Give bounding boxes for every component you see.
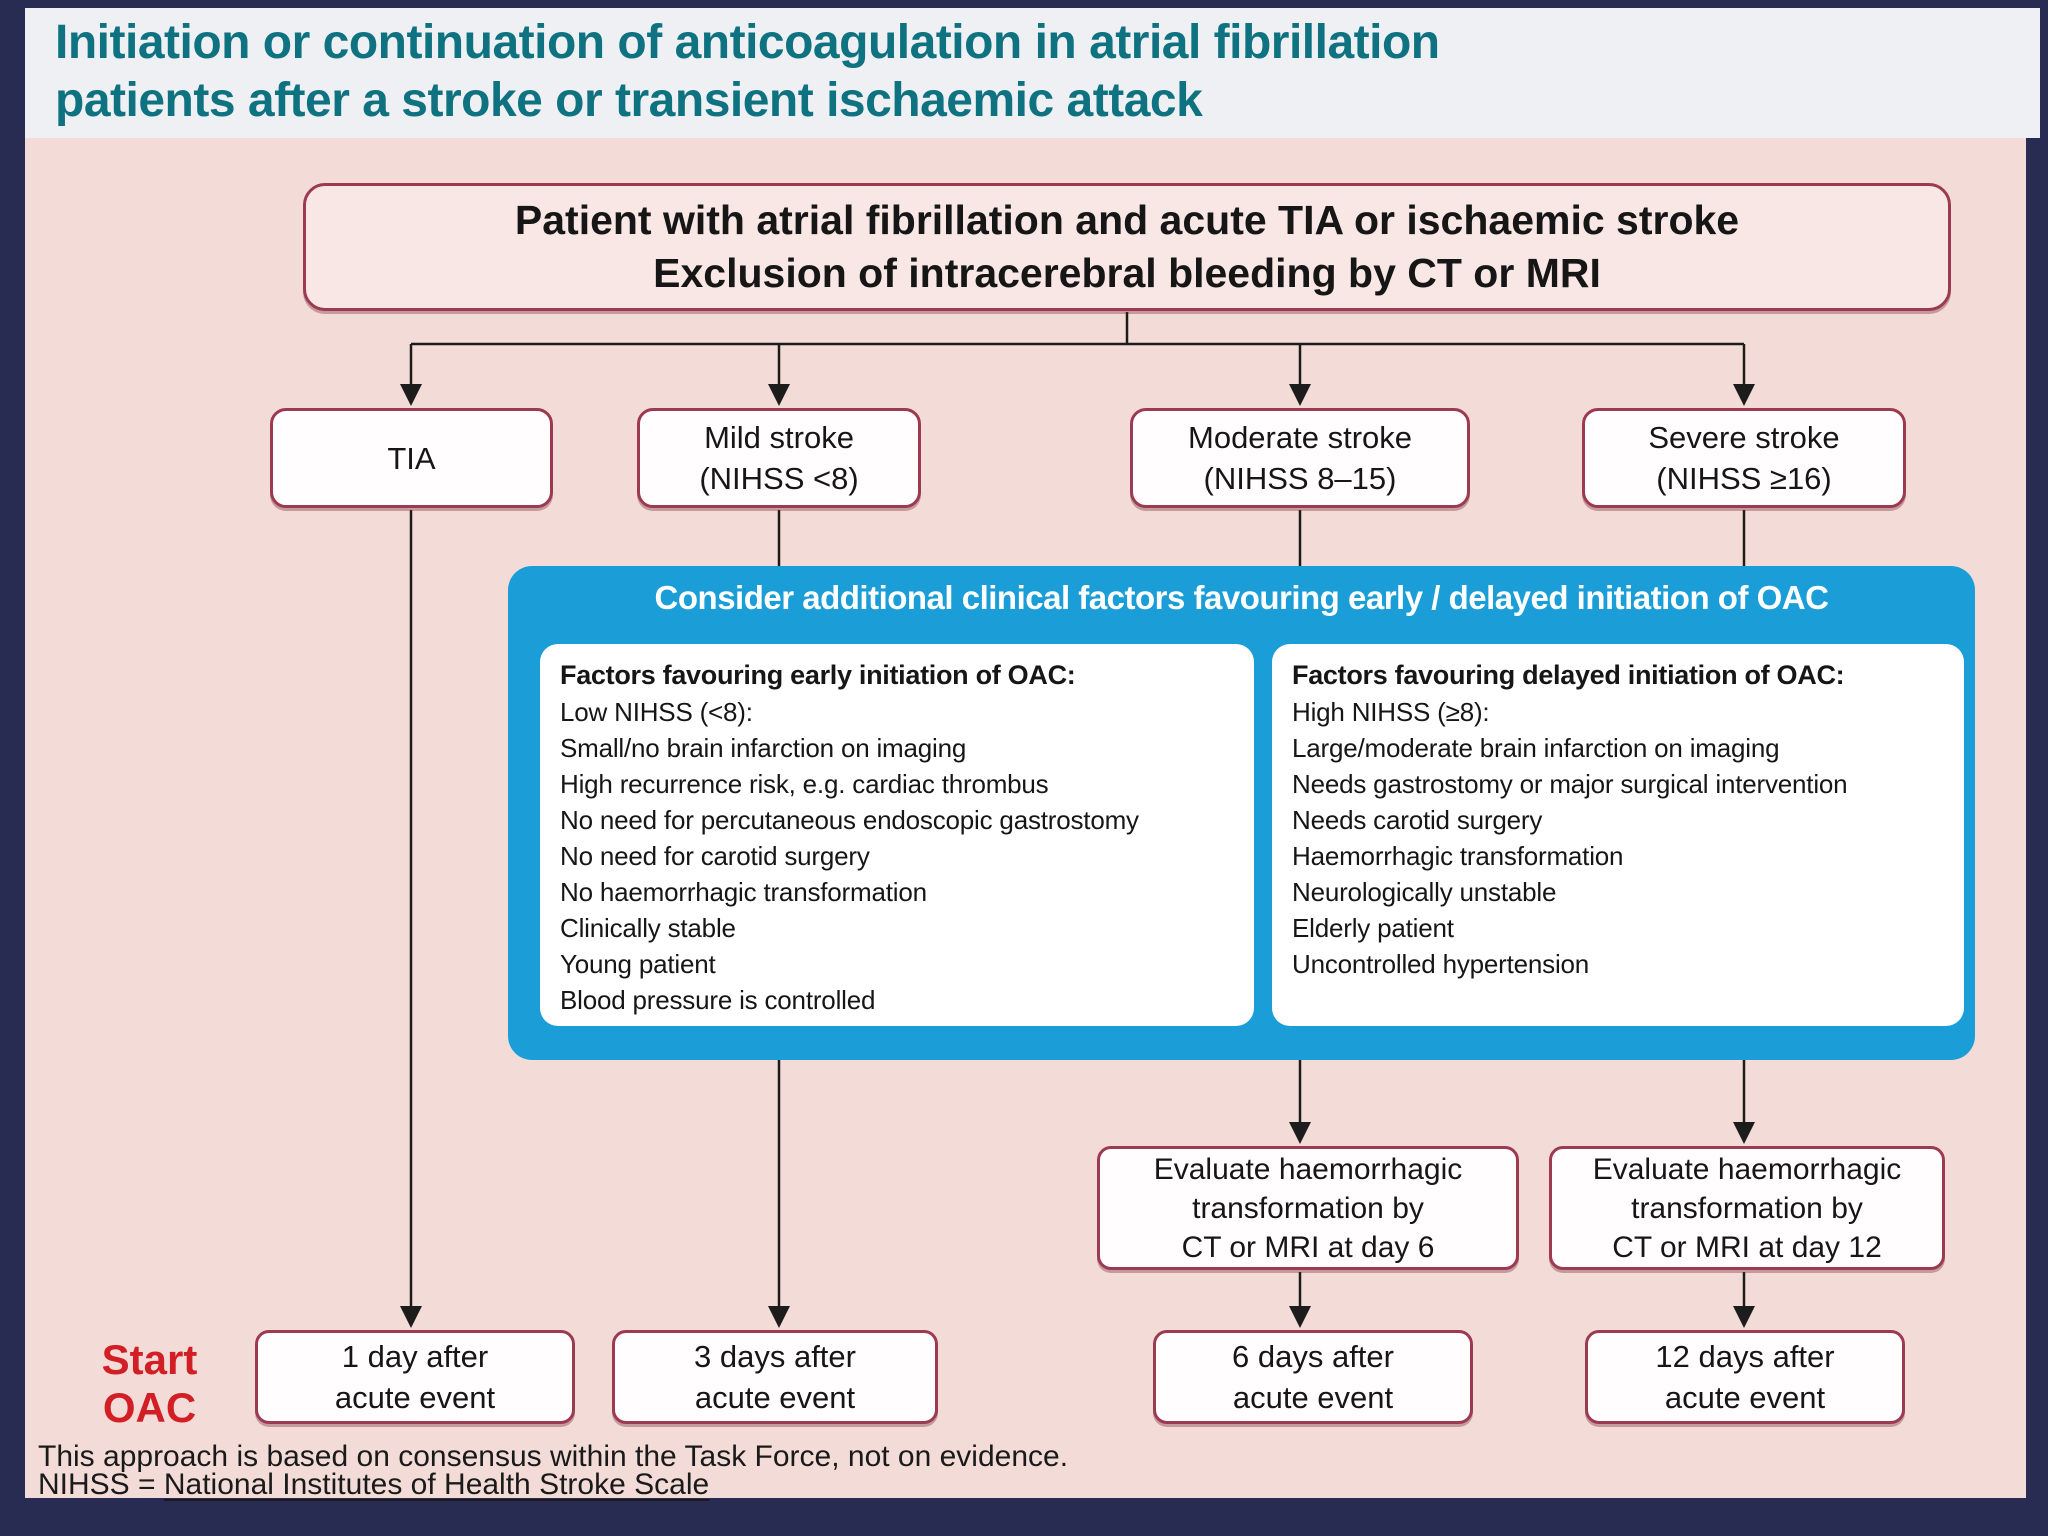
delayed-initiation-factors-box: Factors favouring delayed initiation of … [1272,644,1964,1026]
slide-title-bar: Initiation or continuation of anticoagul… [25,8,2040,138]
delayed-factor-item: High NIHSS (≥8): [1292,697,1490,727]
evaluate-day-6-line-1: Evaluate haemorrhagic [1153,1152,1463,1186]
start-oac-line-2: OAC [102,1384,197,1431]
root-box: Patient with atrial fibrillation and acu… [303,183,1951,311]
early-factor-item: Blood pressure is controlled [560,985,876,1015]
outcome-box-6-days: 6 days after acute event [1153,1330,1473,1424]
early-factors-title: Factors favouring early initiation of OA… [560,660,1076,690]
branch-mild-line-2: (NIHSS <8) [699,461,859,496]
root-box-line-1: Patient with atrial fibrillation and acu… [514,197,1740,243]
early-factor-item: No need for carotid surgery [560,841,870,871]
outcome-box-3-days: 3 days after acute event [612,1330,938,1424]
slide-title-line-2: patients after a stroke or transient isc… [55,74,1203,127]
evaluate-day-6-line-2: transformation by [1192,1191,1424,1225]
root-box-line-2: Exclusion of intracerebral bleeding by C… [653,250,1601,296]
evaluate-day-12-line-3: CT or MRI at day 12 [1612,1230,1882,1264]
branch-severe-line-1: Severe stroke [1648,420,1840,455]
early-factor-item: Small/no brain infarction on imaging [560,733,967,763]
early-factor-item: Young patient [560,949,716,979]
delayed-factor-item: Neurologically unstable [1292,877,1557,907]
outcome-3-days-line-1: 3 days after [694,1339,856,1374]
early-factor-item: Clinically stable [560,913,736,943]
evaluate-box-day-12: Evaluate haemorrhagic transformation by … [1549,1146,1945,1270]
branch-moderate-line-2: (NIHSS 8–15) [1203,461,1397,496]
outcome-box-1-day: 1 day after acute event [255,1330,575,1424]
delayed-factor-item: Haemorrhagic transformation [1292,841,1624,871]
footnote-nihss-prefix: NIHSS = [38,1468,164,1501]
outcome-6-days-line-2: acute event [1232,1380,1394,1415]
evaluate-day-6-line-3: CT or MRI at day 6 [1181,1230,1435,1264]
delayed-factor-item: Needs carotid surgery [1292,805,1543,835]
evaluate-day-12-line-1: Evaluate haemorrhagic [1592,1152,1902,1186]
early-initiation-factors-box: Factors favouring early initiation of OA… [540,644,1254,1026]
delayed-factor-item: Needs gastrostomy or major surgical inte… [1292,769,1848,799]
outcome-box-12-days: 12 days after acute event [1585,1330,1905,1424]
consider-panel-header: Consider additional clinical factors fav… [654,579,1829,616]
branch-box-mild-stroke: Mild stroke (NIHSS <8) [637,408,921,508]
delayed-factor-item: Elderly patient [1292,913,1454,943]
branch-box-moderate-stroke: Moderate stroke (NIHSS 8–15) [1130,408,1470,508]
evaluate-day-12-line-2: transformation by [1631,1191,1863,1225]
branch-severe-line-2: (NIHSS ≥16) [1656,461,1832,496]
early-factor-item: Low NIHSS (<8): [560,697,753,727]
early-factor-item: No haemorrhagic transformation [560,877,927,907]
branch-tia-label: TIA [387,440,436,476]
branch-mild-line-1: Mild stroke [704,420,854,455]
early-factor-item: High recurrence risk, e.g. cardiac throm… [560,769,1049,799]
outcome-12-days-line-1: 12 days after [1655,1339,1835,1374]
outcome-3-days-line-2: acute event [694,1380,856,1415]
delayed-factor-item: Uncontrolled hypertension [1292,949,1590,979]
early-factor-item: No need for percutaneous endoscopic gast… [560,805,1139,835]
evaluate-box-day-6: Evaluate haemorrhagic transformation by … [1097,1146,1519,1270]
footnote-nihss: NIHSS = National Institutes of Health St… [38,1468,709,1502]
delayed-factor-item: Large/moderate brain infarction on imagi… [1292,733,1780,763]
slide-title-line-1: Initiation or continuation of anticoagul… [55,16,1440,69]
outcome-1-day-line-2: acute event [334,1380,496,1415]
footnote-nihss-expansion: National Institutes of Health Stroke Sca… [163,1468,710,1501]
start-oac-line-1: Start [101,1336,198,1383]
consider-factors-panel: Consider additional clinical factors fav… [508,566,1975,1060]
delayed-factors-title: Factors favouring delayed initiation of … [1292,660,1845,690]
outcome-12-days-line-2: acute event [1664,1380,1826,1415]
branch-moderate-line-1: Moderate stroke [1188,420,1412,455]
footnote-consensus: This approach is based on consensus with… [38,1440,1069,1473]
branch-box-severe-stroke: Severe stroke (NIHSS ≥16) [1582,408,1906,508]
outcome-1-day-line-1: 1 day after [341,1339,489,1374]
start-oac-label: Start OAC [52,1336,247,1432]
branch-box-tia: TIA [270,408,553,508]
outcome-6-days-line-1: 6 days after [1232,1339,1394,1374]
